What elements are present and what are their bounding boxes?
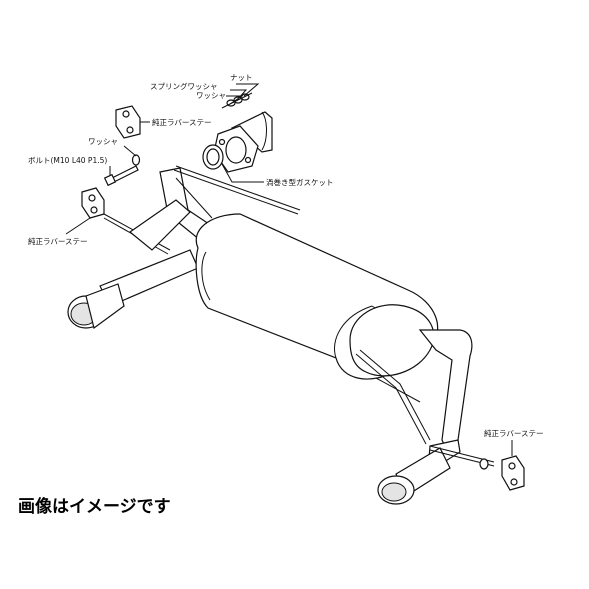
right-tailpipe [377,447,451,505]
left-tailpipe [67,249,199,330]
leader-washer-top [226,95,244,105]
bolt [103,165,139,187]
label-bolt: ボルト(M10 L40 P1.5) [28,156,107,165]
leader-rubber-stay-left [65,217,91,235]
label-rubber-stay-right: 純正ラバーステー [484,428,544,438]
y-pipe [129,167,217,251]
rubber-stay-right [479,455,525,491]
leader-nut [236,83,260,97]
leader-spring-washer [230,89,248,101]
inlet-flange [213,125,259,173]
label-spring-washer: スプリングワッシャ [150,81,218,91]
label-washer-left: ワッシャ [88,137,118,146]
muffler [195,213,439,380]
image-caption: 画像はイメージです [18,497,171,517]
label-washer-top: ワッシャ [196,91,226,100]
label-rubber-stay-left: 純正ラバーステー [28,236,88,246]
spiral-gasket [202,144,224,170]
label-spiral-gasket: 渦巻き型ガスケット [266,177,334,187]
leader-washer-left [123,145,137,157]
rubber-stay-top [115,105,141,139]
label-nut: ナット [230,73,253,82]
label-rubber-stay-top: 純正ラバーステー [152,117,212,127]
rubber-stay-left [81,187,105,219]
leader-gasket [221,163,264,183]
washer-left [131,154,141,166]
